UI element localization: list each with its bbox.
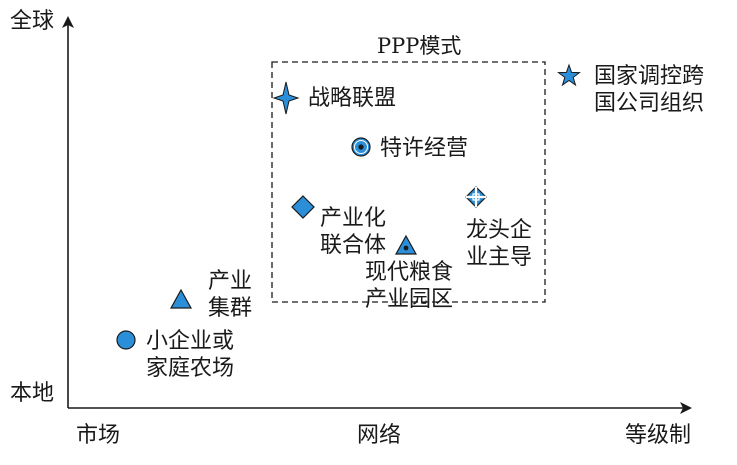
y-axis-top-label: 全球: [10, 9, 55, 34]
label-industrial-cluster: 产业 集群: [208, 269, 253, 321]
label-strategic-alliance: 战略联盟: [308, 86, 397, 111]
triangle-icon: [169, 288, 193, 309]
y-axis-bottom-label: 本地: [10, 381, 55, 406]
circle-icon: [116, 330, 136, 350]
label-industrial-consortium: 产业化 联合体: [320, 206, 387, 258]
five-point-star-icon: [557, 63, 581, 87]
diamond-icon: [291, 195, 315, 219]
dotted-triangle-icon: [394, 234, 418, 255]
label-franchise: 特许经营: [380, 136, 469, 161]
cross-diamond-icon: [465, 186, 487, 208]
label-leading-enterprise: 龙头企 业主导: [466, 218, 533, 270]
label-small-enterprise-family-farm: 小企业或 家庭农场: [146, 329, 235, 381]
ppp-box-title: PPP模式: [377, 34, 462, 58]
x-axis-right-label: 等级制: [625, 423, 692, 448]
x-axis-mid-label: 网络: [357, 423, 402, 448]
label-grain-industrial-park: 现代粮食 产业园区: [365, 260, 454, 312]
four-point-star-icon: [272, 81, 300, 115]
x-axis-left-label: 市场: [76, 423, 121, 448]
label-multinational-organization: 国家调控跨 国公司组织: [594, 64, 705, 116]
ppp-box: [271, 61, 546, 303]
dotted-circle-icon: [351, 137, 371, 157]
